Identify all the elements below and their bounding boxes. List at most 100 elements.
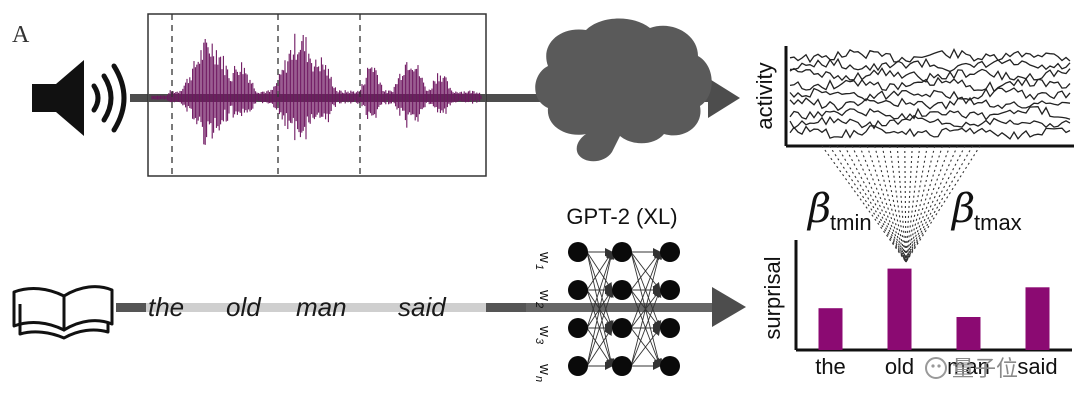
activity-trace — [789, 76, 1071, 93]
activity-trace — [789, 87, 1071, 102]
network-edge — [630, 327, 661, 367]
network-edge — [586, 251, 614, 329]
waveform-panel — [147, 13, 487, 177]
network-node-l1-w2 — [568, 280, 588, 300]
waveform-signal — [151, 33, 482, 145]
sentence-line — [116, 287, 746, 327]
activity-trace — [789, 96, 1071, 112]
node-label-w1: w 1 — [533, 251, 553, 270]
network-nodes — [568, 242, 680, 376]
fan-line — [905, 145, 943, 263]
watermark: 量子位 — [925, 357, 1018, 382]
network-node-l2-w4 — [612, 356, 632, 376]
fan-line — [905, 145, 936, 263]
network-edge — [586, 327, 613, 367]
beta-min-label: β tmin — [806, 186, 872, 235]
beta-min-subscript: tmin — [830, 210, 872, 235]
sentence-word-said: said — [398, 292, 447, 322]
activity-trace — [789, 67, 1071, 83]
network-node-l2-w1 — [612, 242, 632, 262]
svg-text:w: w — [536, 363, 553, 375]
network-edge — [630, 251, 662, 329]
speaker-icon — [32, 60, 127, 136]
fan-line — [859, 145, 907, 263]
surprisal-tick-said: said — [1017, 354, 1057, 379]
network-edges — [586, 248, 663, 370]
beta-max-symbol: β — [950, 186, 975, 232]
fan-line — [874, 145, 907, 263]
fan-line — [889, 145, 907, 263]
gpt-model-title: GPT-2 (XL) — [566, 204, 677, 229]
surprisal-tick-labels: the old man said — [815, 354, 1057, 379]
svg-text:w: w — [536, 325, 553, 337]
node-label-w2: w 2 — [533, 289, 553, 308]
fan-line — [829, 145, 907, 263]
svg-text:w: w — [536, 251, 553, 263]
sentence-word-old: old — [226, 292, 262, 322]
fan-line — [896, 145, 907, 263]
svg-text:w: w — [536, 289, 553, 301]
surprisal-bar-old — [887, 268, 912, 350]
activity-trace — [789, 48, 1071, 64]
surprisal-bar-man — [956, 317, 981, 350]
surprisal-chart: surprisal the old man said — [760, 240, 1072, 379]
brain-icon — [535, 18, 712, 162]
network-edge — [630, 251, 663, 367]
svg-text:2: 2 — [533, 301, 545, 308]
beta-max-subscript: tmax — [974, 210, 1022, 235]
activity-label: activity — [752, 62, 777, 129]
fan-line — [905, 145, 958, 263]
fan-line — [905, 145, 913, 263]
fan-line — [836, 145, 907, 263]
sentence-word-the: the — [148, 292, 184, 322]
network-node-l3-w3 — [660, 318, 680, 338]
fan-line — [844, 145, 907, 263]
surprisal-tick-old: old — [885, 354, 914, 379]
surprisal-bar-the — [818, 308, 843, 350]
network-node-l3-w2 — [660, 280, 680, 300]
surprisal-tick-the: the — [815, 354, 846, 379]
watermark-text: 量子位 — [952, 357, 1018, 382]
surprisal-tick-man: man — [947, 354, 990, 379]
panel-label: A — [12, 22, 30, 48]
network-node-l1-w4 — [568, 356, 588, 376]
svg-text:1: 1 — [533, 264, 545, 270]
surprisal-label: surprisal — [760, 256, 785, 339]
activity-panel: activity — [752, 46, 1074, 148]
bottom-flow-arrowhead — [712, 287, 746, 327]
activity-trace — [789, 114, 1071, 130]
network-node-l3-w1 — [660, 242, 680, 262]
network-edge — [586, 289, 614, 367]
fan-line — [881, 145, 907, 263]
book-icon — [12, 285, 114, 340]
beta-fan-lines — [821, 145, 981, 263]
top-flow-arrowhead — [708, 78, 740, 118]
watermark-logo-icon — [925, 357, 947, 379]
fan-line — [905, 145, 951, 263]
fan-line — [851, 145, 907, 263]
node-label-wn: w n — [533, 363, 553, 382]
network-node-l2-w2 — [612, 280, 632, 300]
sentence-word-man: man — [296, 292, 347, 322]
network-node-l1-w3 — [568, 318, 588, 338]
fan-line — [821, 145, 907, 263]
network-node-l2-w3 — [612, 318, 632, 338]
activity-trace — [789, 106, 1071, 121]
node-label-w3: w 3 — [533, 325, 553, 345]
network-node-l3-w4 — [660, 356, 680, 376]
fan-line — [905, 145, 966, 263]
network-edge — [630, 289, 662, 367]
activity-trace — [790, 57, 1071, 73]
svg-text:3: 3 — [533, 338, 545, 345]
beta-max-label: β tmax — [950, 186, 1022, 235]
surprisal-bars — [818, 268, 1050, 350]
fan-line — [905, 145, 973, 263]
network-edge — [586, 251, 615, 367]
activity-trace — [789, 125, 1071, 140]
network-node-l1-w1 — [568, 242, 588, 262]
surprisal-bar-said — [1025, 287, 1050, 350]
fan-line — [904, 145, 907, 263]
svg-text:n: n — [533, 376, 545, 382]
beta-min-symbol: β — [806, 186, 831, 232]
